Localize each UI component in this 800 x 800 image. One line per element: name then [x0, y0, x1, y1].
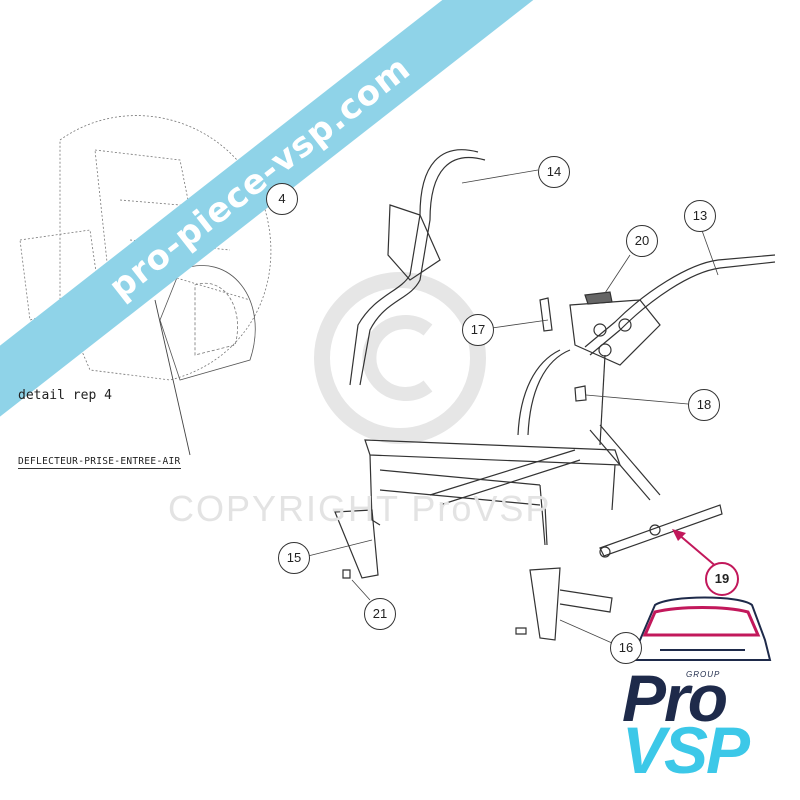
callout-14: 14: [538, 156, 570, 188]
callout-21: 21: [364, 598, 396, 630]
highlight-arrow-19: [672, 529, 719, 569]
callout-16: 16: [610, 632, 642, 664]
logo-vsp-text: VSP: [622, 713, 750, 787]
copyright-symbol: [314, 272, 486, 444]
leader-deflector: [154, 299, 191, 456]
copyright-c: [362, 315, 433, 401]
logo-group-text: GROUP: [686, 670, 721, 679]
leader-lines: [307, 169, 719, 644]
callout-17: 17: [462, 314, 494, 346]
callout-13: 13: [684, 200, 716, 232]
car-logo-icon: [633, 596, 772, 661]
copyright-watermark: COPYRIGHT ProVSP: [168, 488, 552, 529]
callout-15: 15: [278, 542, 310, 574]
detail-label: detail rep 4: [18, 388, 112, 403]
logo-pro-text: Pro: [622, 661, 728, 735]
callout-18: 18: [688, 389, 720, 421]
deflector-part-label: DEFLECTEUR-PRISE-ENTREE-AIR: [18, 456, 181, 469]
callout-20: 20: [626, 225, 658, 257]
callout-19: 19: [705, 562, 739, 596]
callout-4: 4: [266, 183, 298, 215]
